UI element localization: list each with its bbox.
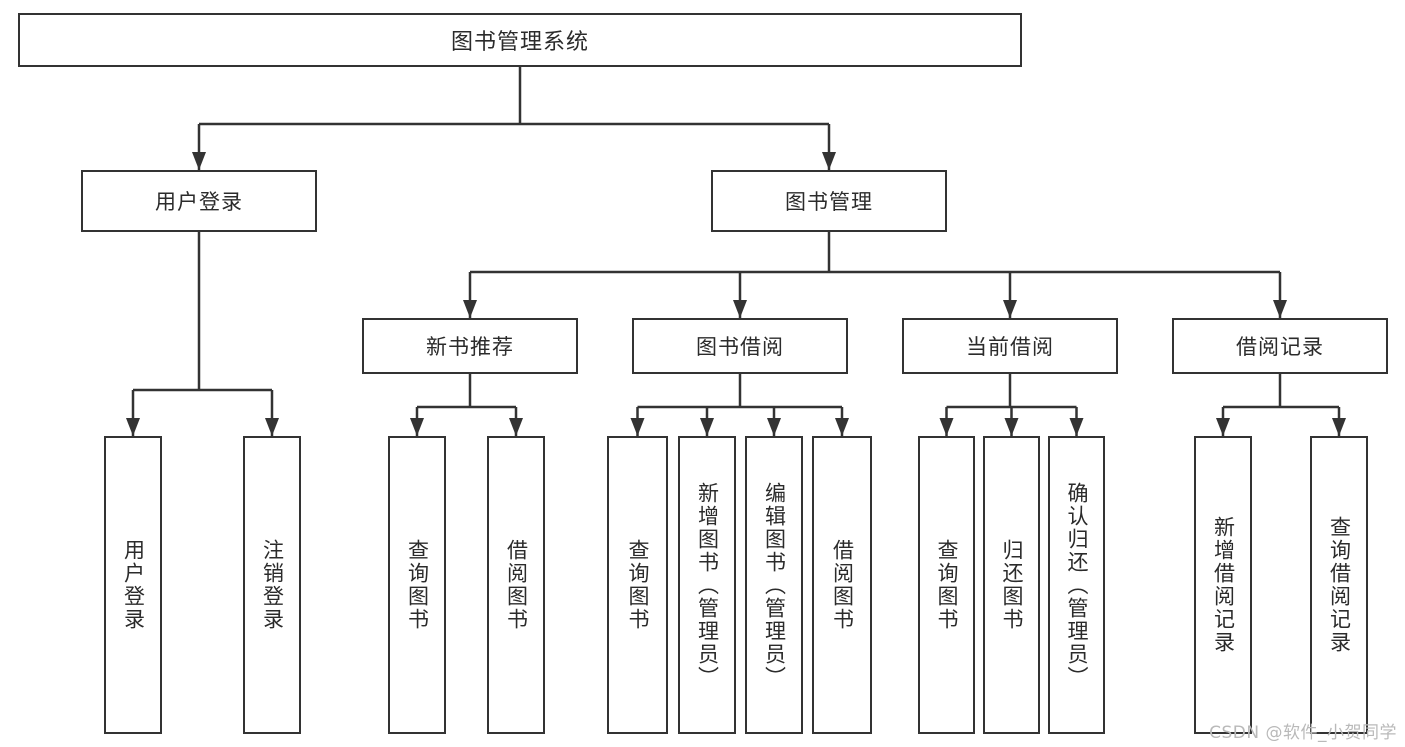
arrowhead [1332,418,1346,436]
node-label: 查询图书 [626,539,650,631]
node-label: 查询借阅记录 [1327,516,1352,654]
arrowhead [410,418,424,436]
node-label: 新书推荐 [426,335,514,359]
arrowhead [192,152,206,170]
node-label: 查询图书 [405,539,430,631]
arrowhead [700,418,714,436]
node-label: 图书管理 [785,190,873,214]
node-leaf13[interactable]: 查询借阅记录 [1310,436,1368,734]
node-label: 用户登录 [121,539,146,631]
node-records[interactable]: 借阅记录 [1172,318,1388,374]
node-newbook[interactable]: 新书推荐 [362,318,578,374]
arrowhead [1003,300,1017,318]
node-leaf10[interactable]: 归还图书 [983,436,1040,734]
node-leaf3[interactable]: 查询图书 [388,436,446,734]
node-leaf1[interactable]: 用户登录 [104,436,162,734]
node-leaf12[interactable]: 新增借阅记录 [1194,436,1252,734]
node-leaf5[interactable]: 查询图书 [607,436,668,734]
node-leaf2[interactable]: 注销登录 [243,436,301,734]
node-current[interactable]: 当前借阅 [902,318,1118,374]
arrowhead [630,418,645,436]
arrowhead [767,418,781,436]
node-leaf8[interactable]: 借阅图书 [812,436,872,734]
arrowhead [265,418,279,436]
arrowhead [1004,418,1019,436]
node-bookmgmt[interactable]: 图书管理 [711,170,947,232]
watermark: CSDN @软件_小贺同学 [1209,723,1397,743]
arrowhead [822,152,836,170]
node-leaf4[interactable]: 借阅图书 [487,436,545,734]
node-leaf7[interactable]: 编辑图书（管理员） [745,436,803,734]
node-borrow[interactable]: 图书借阅 [632,318,848,374]
node-leaf11[interactable]: 确认归还（管理员） [1048,436,1105,734]
node-root[interactable]: 图书管理系统 [18,13,1022,67]
node-label: 图书管理系统 [450,30,589,55]
node-label: 归还图书 [1000,539,1024,631]
node-login[interactable]: 用户登录 [81,170,317,232]
node-label: 确认归还（管理员） [1065,481,1089,689]
arrowhead [733,300,747,318]
node-leaf9[interactable]: 查询图书 [918,436,975,734]
node-label: 借阅图书 [504,539,529,631]
arrowhead [126,418,140,436]
arrowhead [835,418,849,436]
node-label: 编辑图书（管理员） [762,481,787,689]
arrowhead [1216,418,1230,436]
node-label: 借阅记录 [1236,335,1324,359]
arrowhead [509,418,523,436]
node-label: 用户登录 [155,190,243,214]
node-label: 当前借阅 [966,335,1054,359]
arrowhead [1069,418,1084,436]
node-label: 借阅图书 [830,539,855,631]
arrowhead [1273,300,1287,318]
node-label: 新增借阅记录 [1211,516,1236,654]
node-label: 新增图书（管理员） [695,481,720,689]
node-label: 图书借阅 [696,335,784,359]
node-label: 查询图书 [935,539,959,631]
arrowhead [939,418,954,436]
node-leaf6[interactable]: 新增图书（管理员） [678,436,736,734]
node-label: 注销登录 [260,539,285,631]
arrowhead [463,300,477,318]
